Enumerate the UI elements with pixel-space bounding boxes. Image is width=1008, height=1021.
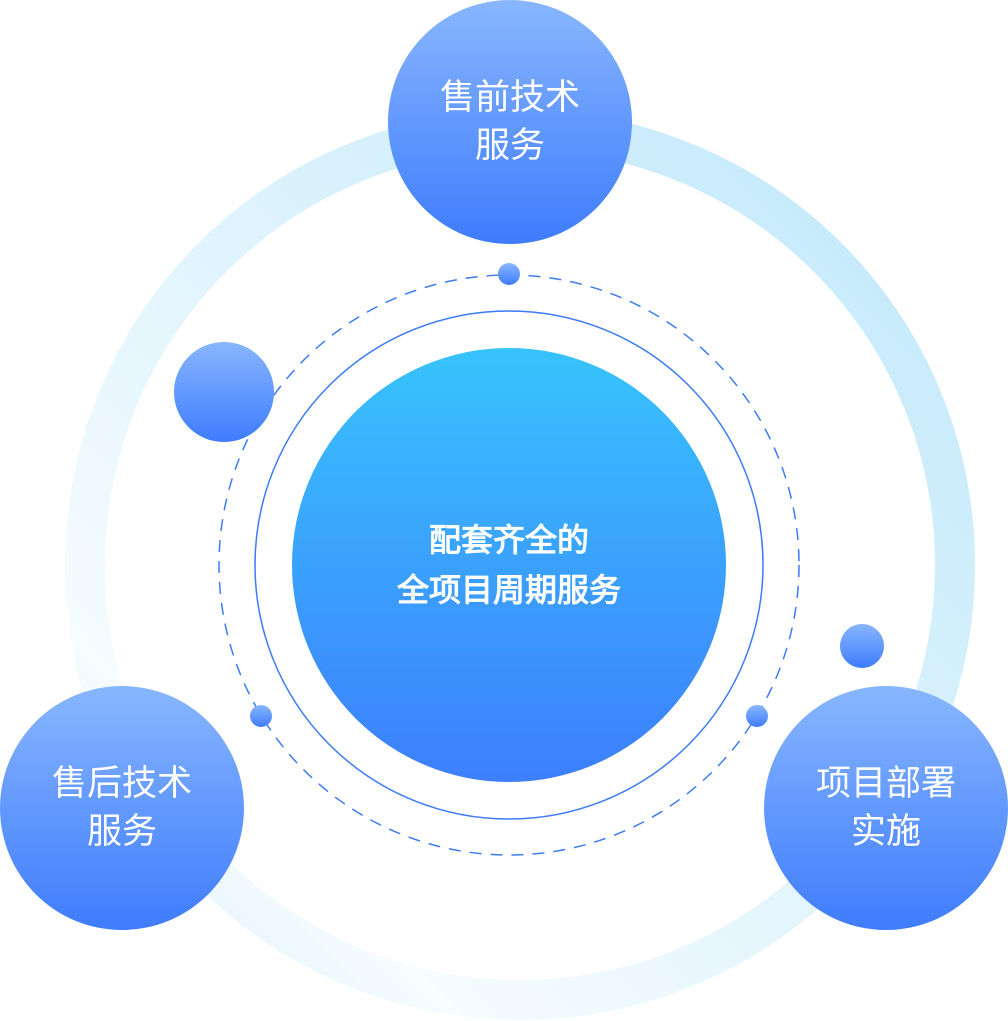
node-deployment-label: 项目部署 实施: [764, 686, 1008, 930]
center-circle: [292, 348, 726, 782]
orbit-dot-right: [746, 705, 768, 727]
center-line1: 配套齐全的: [428, 521, 589, 559]
node-presales: [388, 0, 632, 244]
node-line2: 实施: [850, 812, 921, 852]
node-line1: 项目部署: [815, 764, 956, 804]
node-line1: 售前技术: [439, 78, 580, 118]
node-line2: 服务: [86, 812, 157, 852]
orbit-dot-top: [498, 263, 520, 285]
inner-orbit: [254, 310, 764, 820]
node-line1: 售后技术: [51, 764, 192, 804]
decor-dot-large: [174, 342, 274, 442]
node-presales-label: 售前技术 服务: [388, 0, 632, 244]
decor-dot-medium: [840, 624, 884, 668]
node-deployment: [764, 686, 1008, 930]
orbit-dot-left: [250, 705, 272, 727]
node-aftersales-label: 售后技术 服务: [0, 686, 244, 930]
node-line2: 服务: [474, 126, 545, 166]
center-line2: 全项目周期服务: [396, 571, 621, 609]
node-aftersales: [0, 686, 244, 930]
center-label: 配套齐全的 全项目周期服务: [292, 348, 726, 782]
